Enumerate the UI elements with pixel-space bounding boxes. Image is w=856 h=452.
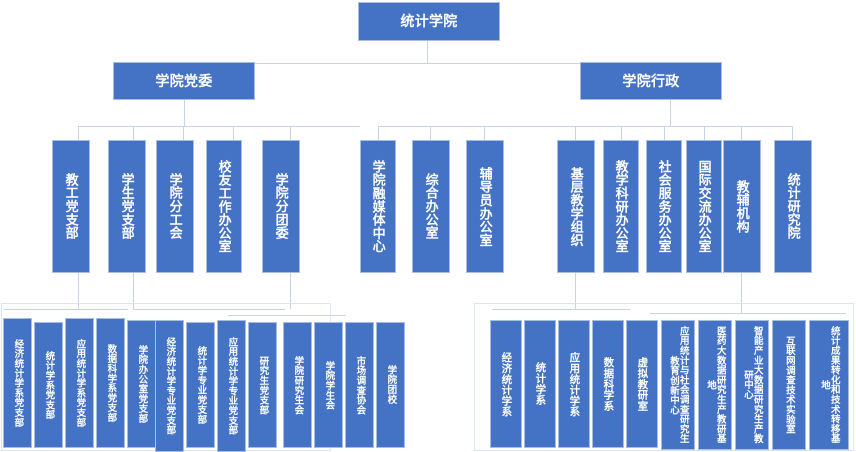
node-l4-applied-stat-survey-center[interactable]: 应用统计与社会调查研究生教育创新中心 (661, 320, 695, 450)
node-l4-applied-stat-dept-branch[interactable]: 应用统计学系党支部 (65, 318, 94, 448)
node-l4-applied-stat-dept[interactable]: 应用统计学系 (558, 320, 590, 448)
connector-league-bus (228, 315, 346, 316)
connector-party-down (184, 100, 185, 126)
connector-party-stem-3 (183, 126, 184, 140)
connector-grassroots-bus (492, 309, 630, 310)
connector-league-down (290, 273, 291, 309)
node-l4-stat-transfer-base[interactable]: 统计成果转化和技术转移基地 (809, 320, 849, 450)
connector-admin-down (670, 100, 671, 126)
node-l4-applied-stat-major-branch[interactable]: 应用统计学专业党支部 (217, 320, 246, 452)
connector-support-down (741, 273, 742, 313)
connector-party-stem-5 (290, 126, 291, 140)
node-l4-graduate-student-branch[interactable]: 研究生党支部 (248, 322, 277, 448)
connector-staff-branch-down (78, 273, 79, 309)
panel-right-group (474, 303, 854, 451)
node-counselor-office[interactable]: 辅导员办公室 (466, 140, 504, 273)
node-l4-stat-dept[interactable]: 统计学系 (524, 320, 556, 448)
connector-grassroots-down (575, 273, 576, 309)
node-l4-smart-industry-bigdata-center[interactable]: 智能产业大数据研究生产教研中心 (735, 320, 769, 450)
node-support-institutions[interactable]: 教辅机构 (723, 140, 761, 273)
connector-student-branch-bus (133, 309, 285, 310)
node-union[interactable]: 学院分工会 (156, 140, 194, 273)
node-student-party-branch[interactable]: 学生党支部 (108, 140, 146, 273)
node-l4-market-survey-association[interactable]: 市场调查协会 (345, 322, 374, 448)
node-alumni-office[interactable]: 校友工作办公室 (206, 140, 242, 273)
node-l4-student-union[interactable]: 学院学生会 (314, 322, 343, 448)
connector-admin-stem-grassroots (575, 126, 576, 140)
node-l4-data-science-dept-branch[interactable]: 数据科学系党支部 (96, 318, 125, 448)
node-l4-virtual-teaching-room[interactable]: 虚拟教研室 (626, 320, 658, 448)
connector-admin-stem-counselor (484, 126, 485, 140)
node-youth-league-committee[interactable]: 学院分团委 (262, 140, 300, 273)
connector-admin-bus (378, 126, 792, 127)
node-teaching-research-office[interactable]: 教学科研办公室 (603, 140, 639, 273)
node-l4-league-school[interactable]: 学院团校 (376, 322, 405, 448)
node-l4-medical-bigdata-base[interactable]: 医药大数据研究生产教研基地 (698, 320, 732, 450)
connector-admin-stem-teaching (621, 126, 622, 140)
connector-party-stem-4 (233, 126, 234, 140)
connector-admin-stem-service (664, 126, 665, 140)
connector-party-bus (78, 126, 360, 127)
node-l4-data-science-dept[interactable]: 数据科学系 (592, 320, 624, 448)
node-l4-college-office-branch[interactable]: 学院办公室党支部 (127, 320, 156, 448)
node-l4-stat-dept-branch[interactable]: 统计学系党支部 (34, 322, 63, 448)
node-statistics-institute[interactable]: 统计研究院 (774, 140, 812, 273)
connector-admin-stem-general (430, 126, 431, 140)
connector-admin-stem-support (741, 126, 742, 140)
connector-student-branch-down (133, 273, 134, 309)
node-l4-econ-stat-dept[interactable]: 经济统计学系 (490, 320, 522, 448)
node-staff-party-branch[interactable]: 教工党支部 (52, 140, 90, 273)
connector-admin-stem-media (378, 126, 379, 140)
node-media-center[interactable]: 学院融媒体中心 (360, 140, 396, 273)
node-general-office[interactable]: 综合办公室 (412, 140, 450, 273)
connector-admin-stem-intl (704, 126, 705, 140)
connector-root-bus (184, 63, 671, 64)
node-l4-econ-stat-major-branch[interactable]: 经济统计学专业党支部 (155, 320, 184, 452)
node-international-exchange-office[interactable]: 国际交流办公室 (686, 140, 722, 273)
node-grassroots-teaching-org[interactable]: 基层教学组织 (557, 140, 595, 273)
node-l4-stat-major-branch[interactable]: 统计学专业党支部 (186, 322, 215, 448)
connector-party-stem-1 (78, 126, 79, 140)
connector-support-bus (650, 313, 846, 314)
node-social-service-office[interactable]: 社会服务办公室 (646, 140, 682, 273)
connector-admin-stem-institute (792, 126, 793, 140)
node-l4-internet-survey-lab[interactable]: 互联网调查技术实验室 (772, 320, 806, 450)
node-administration[interactable]: 学院行政 (580, 62, 722, 100)
node-l4-econ-stat-dept-branch[interactable]: 经济统计学系党支部 (3, 318, 32, 448)
connector-staff-branch-bus (4, 309, 128, 310)
connector-root-down (427, 41, 428, 63)
node-party-committee[interactable]: 学院党委 (113, 62, 255, 100)
node-l4-graduate-union[interactable]: 学院研究生会 (283, 322, 312, 448)
connector-party-stem-2 (133, 126, 134, 140)
node-root[interactable]: 统计学院 (358, 2, 500, 41)
